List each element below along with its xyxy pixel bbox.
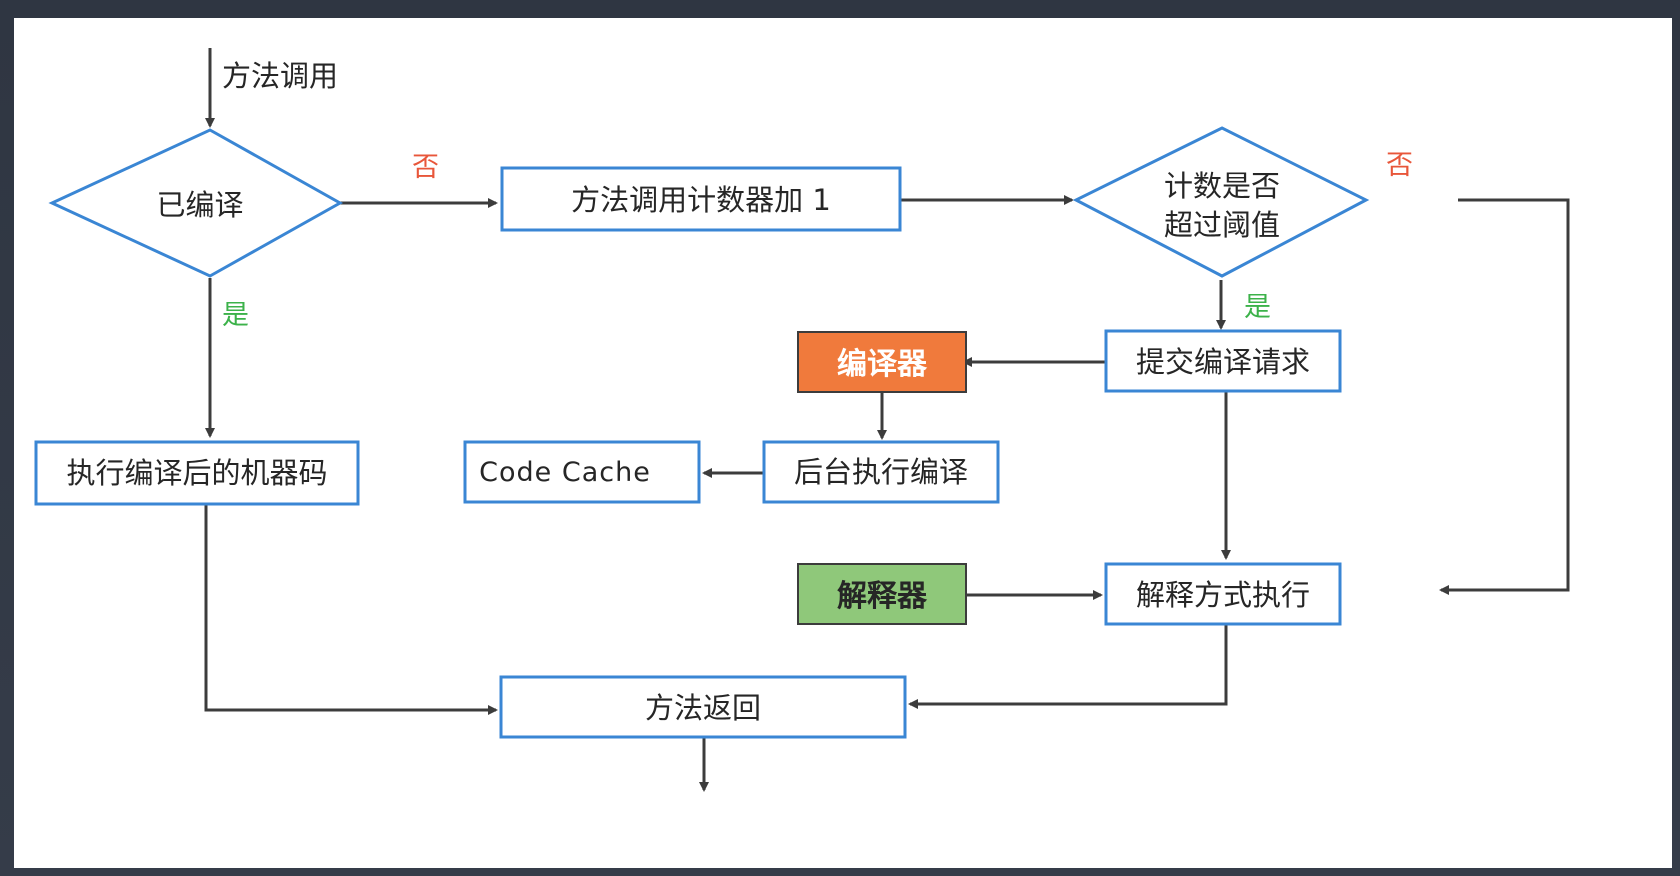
method-return-label: 方法返回 xyxy=(645,691,761,725)
edge-interpret-to-return xyxy=(908,624,1228,709)
counter-inc-label: 方法调用计数器加 1 xyxy=(571,183,831,217)
diagram-canvas: 方法调用 已编译 否 是 方法调用计数器加 1 计数是否 超过阈值 否 是 提交… xyxy=(14,18,1672,868)
decision-compiled-label: 已编译 xyxy=(156,188,243,222)
threshold-yes-label: 是 xyxy=(1244,292,1271,323)
interpreter-box xyxy=(797,563,967,625)
interpret-exec-box xyxy=(1104,562,1342,626)
exec-machine-code-label: 执行编译后的机器码 xyxy=(66,456,327,490)
compiled-no-label: 否 xyxy=(412,152,439,183)
code-cache-box xyxy=(463,440,701,504)
flowchart: 方法调用 已编译 否 是 方法调用计数器加 1 计数是否 超过阈值 否 是 提交… xyxy=(34,48,1570,792)
background-compile-box xyxy=(762,440,1000,504)
decision-threshold-line2: 超过阈值 xyxy=(1164,208,1280,242)
method-return-box xyxy=(499,675,907,739)
compiled-yes-label: 是 xyxy=(222,300,249,331)
interpreter-label: 解释器 xyxy=(837,579,928,614)
submit-compile-label: 提交编译请求 xyxy=(1136,345,1310,379)
entry-label: 方法调用 xyxy=(222,59,338,93)
compiler-label: 编译器 xyxy=(837,347,928,382)
compiler-box xyxy=(797,331,967,393)
exec-machine-code-box xyxy=(34,440,360,506)
decision-threshold xyxy=(1072,126,1370,278)
counter-inc-box xyxy=(500,166,902,232)
edge-threshold-no xyxy=(1439,198,1570,595)
code-cache-label: Code Cache xyxy=(479,457,651,488)
decision-compiled xyxy=(48,128,344,278)
threshold-no-label: 否 xyxy=(1386,150,1413,181)
background-compile-label: 后台执行编译 xyxy=(794,455,968,489)
interpret-exec-label: 解释方式执行 xyxy=(1136,578,1310,612)
decision-threshold-line1: 计数是否 xyxy=(1164,169,1280,203)
edge-machine-code-to-return xyxy=(204,504,498,715)
submit-compile-box xyxy=(1104,329,1342,393)
